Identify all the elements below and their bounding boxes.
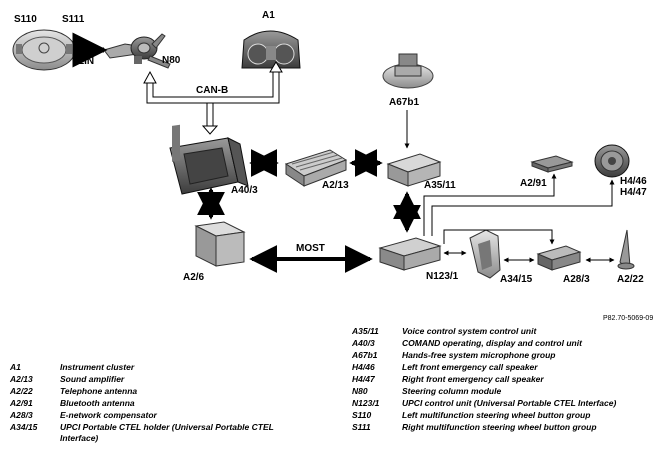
legend-code: A2/13 <box>10 374 33 384</box>
legend-item: H4/46 Left front emergency call speaker <box>352 362 657 373</box>
can-b-label: CAN-B <box>196 85 229 96</box>
microphone-group <box>382 53 434 89</box>
legend-desc: Hands-free system microphone group <box>402 350 556 360</box>
label-a2-13: A2/13 <box>322 180 349 191</box>
can-b-bus <box>143 61 283 135</box>
legend-code: A34/15 <box>10 422 38 432</box>
legend-desc: Voice control system control unit <box>402 326 537 336</box>
legend-item: A35/11 Voice control system control unit <box>352 326 657 337</box>
legend-code: A1 <box>10 362 21 372</box>
label-n80: N80 <box>162 55 181 66</box>
label-a35-11: A35/11 <box>424 180 456 191</box>
label-a40-3: A40/3 <box>231 185 258 196</box>
label-h4-46: H4/46 <box>620 176 647 187</box>
legend-item: A1 Instrument cluster <box>10 362 300 373</box>
lin-label: LIN <box>78 56 95 67</box>
legend-item: A67b1 Hands-free system microphone group <box>352 350 657 361</box>
steering-column-module <box>103 33 171 69</box>
legend-code: A35/11 <box>352 326 379 336</box>
figure-id: P82.70-5069-09 <box>603 315 654 322</box>
legend-code: S111 <box>352 422 371 432</box>
legend-code: H4/47 <box>352 374 375 384</box>
legend-desc: UPCI Portable CTEL holder (Universal Por… <box>60 422 274 443</box>
upci-speaker-link <box>431 179 615 236</box>
label-a2-6: A2/6 <box>183 272 205 283</box>
emergency-call-speaker <box>594 144 630 178</box>
legend-desc: UPCI control unit (Universal Portable CT… <box>402 398 617 408</box>
legend-code: A28/3 <box>10 410 33 420</box>
legend-code: A2/91 <box>10 398 33 408</box>
legend-desc: Steering column module <box>402 386 502 396</box>
upci-control-unit <box>378 237 442 271</box>
legend-item: A28/3 E-network compensator <box>10 410 300 421</box>
label-n123-1: N123/1 <box>426 271 459 282</box>
legend-item: H4/47 Right front emergency call speaker <box>352 374 657 385</box>
upci-bluetooth-link <box>423 173 557 236</box>
legend-item: N80 Steering column module <box>352 386 657 397</box>
legend-desc: Left front emergency call speaker <box>402 362 538 372</box>
label-s111: S111 <box>62 14 85 25</box>
legend-item: S111 Right multifunction steering wheel … <box>352 422 657 433</box>
label-a67b1: A67b1 <box>389 97 420 108</box>
legend-code: N80 <box>352 386 368 396</box>
legend-item: A40/3 COMAND operating, display and cont… <box>352 338 657 349</box>
label-a1: A1 <box>262 10 275 21</box>
legend-item: N123/1 UPCI control unit (Universal Port… <box>352 398 657 409</box>
legend-code: H4/46 <box>352 362 375 372</box>
legend-item: S110 Left multifunction steering wheel b… <box>352 410 657 421</box>
instrument-cluster <box>241 30 301 69</box>
legend-desc: Right multifunction steering wheel butto… <box>402 422 597 432</box>
e-network-compensator <box>536 245 582 271</box>
label-s110: S110 <box>14 14 37 25</box>
label-a2-91: A2/91 <box>520 178 547 189</box>
legend-desc: COMAND operating, display and control un… <box>402 338 582 348</box>
legend-desc: E-network compensator <box>60 410 157 420</box>
legend-code: N123/1 <box>352 398 380 408</box>
label-a28-3: A28/3 <box>563 274 590 285</box>
legend-item: A2/91 Bluetooth antenna <box>10 398 300 409</box>
legend-item: A34/15 UPCI Portable CTEL holder (Univer… <box>10 422 300 446</box>
legend-desc: Instrument cluster <box>60 362 135 372</box>
telephone-antenna <box>617 229 635 270</box>
comand-unit <box>169 124 249 195</box>
ctel-holder <box>469 229 501 279</box>
legend-item: A2/22 Telephone antenna <box>10 386 300 397</box>
legend-item: A2/13 Sound amplifier <box>10 374 300 385</box>
legend-desc: Telephone antenna <box>60 386 138 396</box>
a2-6-unit <box>194 221 246 267</box>
legend-code: A2/22 <box>10 386 33 396</box>
upci-compensator-link <box>443 229 555 245</box>
legend-code: A67b1 <box>352 350 378 360</box>
label-h4-47: H4/47 <box>620 187 647 198</box>
legend-desc: Left multifunction steering wheel button… <box>402 410 591 420</box>
steering-wheel-button-group <box>12 29 76 71</box>
legend-desc: Bluetooth antenna <box>60 398 135 408</box>
bluetooth-antenna <box>530 155 574 173</box>
label-a2-22: A2/22 <box>617 274 644 285</box>
legend-code: A40/3 <box>352 338 375 348</box>
legend-desc: Right front emergency call speaker <box>402 374 544 384</box>
legend-desc: Sound amplifier <box>60 374 125 384</box>
sound-amplifier <box>284 149 348 187</box>
legend-code: S110 <box>352 410 372 420</box>
voice-control-unit <box>386 153 442 187</box>
most-label: MOST <box>296 243 325 254</box>
label-a34-15: A34/15 <box>500 274 533 285</box>
